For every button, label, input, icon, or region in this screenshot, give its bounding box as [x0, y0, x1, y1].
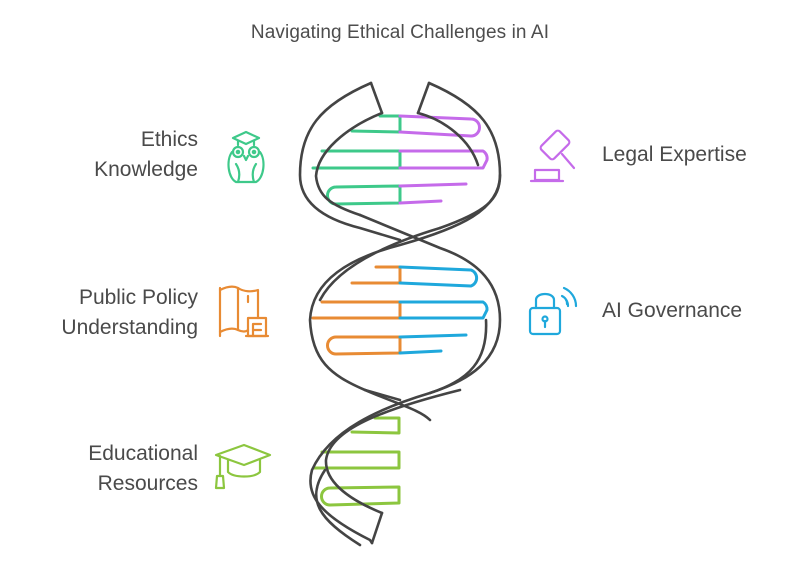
owl-graduate-icon: [227, 130, 265, 184]
label-ai-governance: AI Governance: [602, 296, 792, 326]
helix-strands: [298, 81, 502, 547]
diagram-title: Navigating Ethical Challenges in AI: [250, 22, 550, 43]
label-line: AI Governance: [602, 299, 743, 322]
label-line: Public Policy: [78, 286, 198, 309]
label-public-policy: Public Policy Understanding: [20, 283, 198, 343]
label-line: Resources: [97, 472, 198, 495]
rungs-education: [312, 416, 401, 507]
label-legal-expertise: Legal Expertise: [602, 140, 792, 170]
label-educational-resources: Educational Resources: [40, 439, 198, 499]
label-line: Understanding: [61, 316, 198, 339]
rungs-ethics: [311, 114, 402, 206]
label-ethics-knowledge: Ethics Knowledge: [60, 125, 198, 185]
flag-document-icon: [218, 285, 270, 338]
graduation-cap-icon: [214, 443, 272, 490]
label-line: Educational: [88, 442, 198, 465]
rungs-governance: [398, 265, 489, 355]
label-line: Knowledge: [94, 158, 198, 181]
gavel-icon: [529, 129, 576, 183]
rungs-legal: [398, 114, 489, 205]
label-line: Ethics: [140, 128, 198, 151]
rungs-policy: [311, 265, 402, 356]
wireless-lock-icon: [528, 286, 578, 336]
label-line: Legal Expertise: [602, 143, 747, 166]
